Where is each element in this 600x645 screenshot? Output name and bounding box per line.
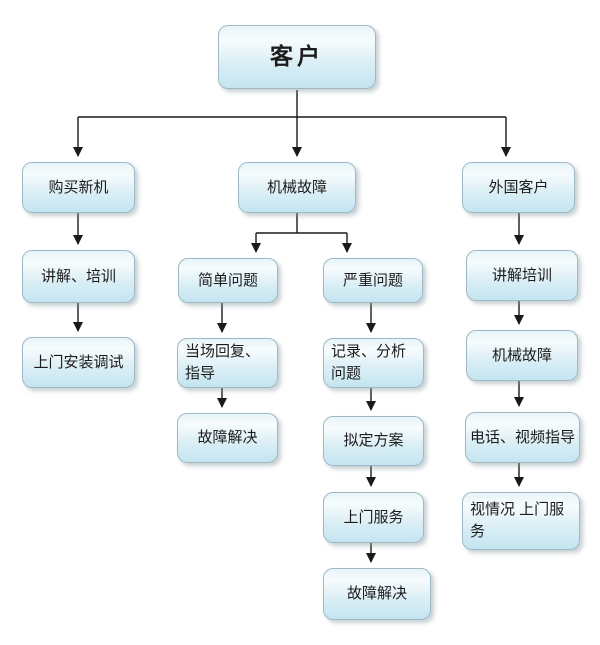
node-explain-training-left: 讲解、培训 bbox=[22, 250, 135, 303]
node-explain-training-left-label: 讲解、培训 bbox=[40, 267, 116, 285]
node-foreign-customer: 外国客户 bbox=[462, 162, 575, 213]
node-fault-resolved-mid-label: 故障解决 bbox=[346, 585, 407, 603]
node-draft-plan: 拟定方案 bbox=[323, 416, 424, 466]
node-mechanical-failure: 机械故障 bbox=[238, 162, 356, 213]
node-serious-problem: 严重问题 bbox=[323, 258, 423, 303]
node-simple-problem: 简单问题 bbox=[178, 258, 278, 303]
node-explain-training-right: 讲解培训 bbox=[466, 250, 578, 301]
node-foreign-customer-label: 外国客户 bbox=[488, 178, 549, 196]
node-fault-resolved-mid: 故障解决 bbox=[323, 568, 431, 620]
node-record-analyze-problem-label: 记录、分析问题 bbox=[331, 343, 407, 382]
node-buy-new-machine-label: 购买新机 bbox=[48, 178, 109, 196]
node-phone-video-guidance-label: 电话、视频指导 bbox=[469, 428, 575, 446]
node-mechanical-failure-label: 机械故障 bbox=[266, 178, 327, 196]
node-buy-new-machine: 购买新机 bbox=[22, 162, 135, 213]
node-mechanical-failure-right-label: 机械故障 bbox=[491, 346, 552, 364]
node-draft-plan-label: 拟定方案 bbox=[343, 432, 404, 450]
node-onsite-as-needed: 视情况 上门服务 bbox=[462, 492, 580, 550]
node-customer-label: 客户 bbox=[270, 43, 324, 70]
node-onsite-install-debug-label: 上门安装调试 bbox=[33, 353, 124, 371]
node-onsite-service-label: 上门服务 bbox=[343, 508, 404, 526]
node-customer: 客户 bbox=[218, 25, 376, 89]
node-explain-training-right-label: 讲解培训 bbox=[491, 266, 552, 284]
node-phone-video-guidance: 电话、视频指导 bbox=[465, 412, 580, 463]
node-onsite-as-needed-label: 视情况 上门服务 bbox=[470, 501, 565, 540]
node-onsite-reply-guidance: 当场回复、指导 bbox=[177, 338, 278, 388]
node-record-analyze-problem: 记录、分析问题 bbox=[323, 338, 424, 388]
node-fault-resolved-left-label: 故障解决 bbox=[197, 429, 258, 447]
node-onsite-service: 上门服务 bbox=[323, 492, 424, 543]
node-onsite-reply-guidance-label: 当场回复、指导 bbox=[185, 343, 261, 382]
node-onsite-install-debug: 上门安装调试 bbox=[22, 337, 135, 388]
node-simple-problem-label: 简单问题 bbox=[197, 271, 258, 289]
node-fault-resolved-left: 故障解决 bbox=[177, 413, 278, 463]
node-mechanical-failure-right: 机械故障 bbox=[466, 330, 578, 381]
node-serious-problem-label: 严重问题 bbox=[342, 271, 403, 289]
